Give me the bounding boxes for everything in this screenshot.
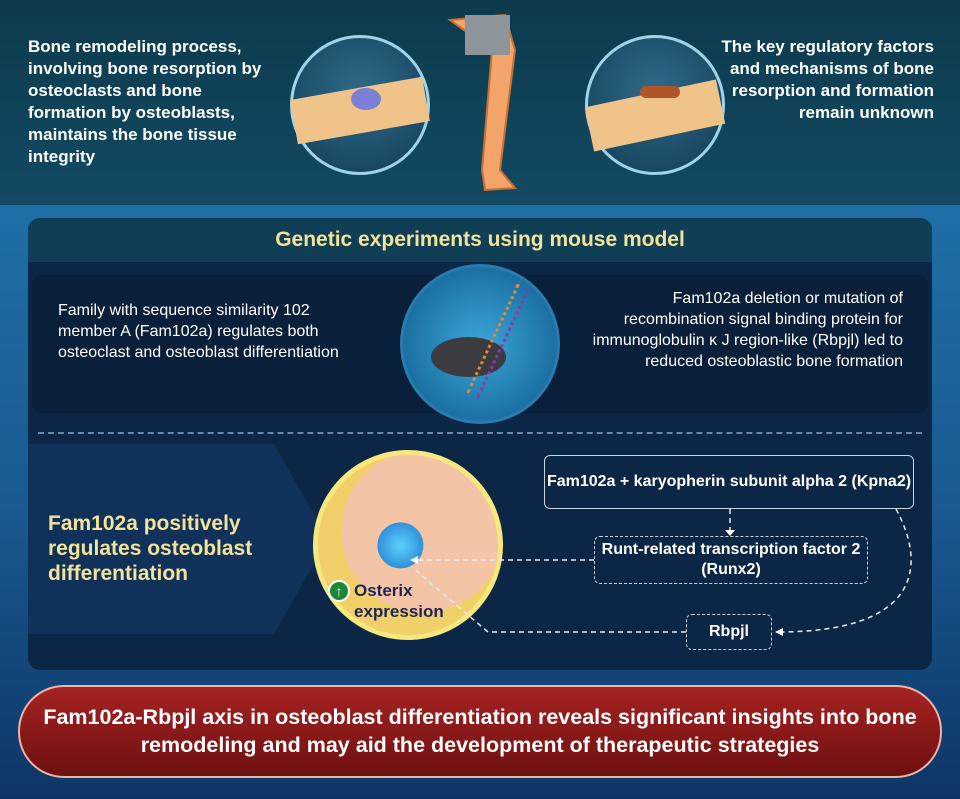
bone-icon [447, 13, 518, 192]
bone-resorption-illustration [290, 35, 430, 175]
panel-title: Genetic experiments using mouse model [28, 218, 932, 262]
finding-left-text: Family with sequence similarity 102 memb… [58, 302, 339, 361]
runx2-box: Runt-related transcription factor 2 (Run… [594, 536, 868, 584]
finding-right-text: Fam102a deletion or mutation of recombin… [592, 290, 903, 370]
mouse-dna-illustration [400, 264, 560, 424]
intro-right-text: The key regulatory factors and mechanism… [721, 37, 934, 122]
conclusion-text: Fam102a positively regulates osteoblast … [48, 512, 253, 585]
bone-formation-illustration [584, 35, 726, 175]
summary-banner: Fam102a-Rbpjl axis in osteoblast differe… [18, 685, 942, 778]
mouse-model-panel: Genetic experiments using mouse model Fa… [28, 218, 932, 670]
kpna2-box: Fam102a + karyopherin subunit alpha 2 (K… [544, 455, 914, 509]
rbpjl-box: Rbpjl [686, 614, 772, 650]
conclusion-arrow-shape [28, 444, 328, 634]
section-divider [38, 432, 922, 434]
up-arrow-icon: ↑ [328, 580, 350, 602]
intro-left-text: Bone remodeling process, involving bone … [28, 37, 262, 166]
osterix-label: Osterix expression [354, 581, 444, 621]
pathway-arrows [410, 508, 912, 636]
